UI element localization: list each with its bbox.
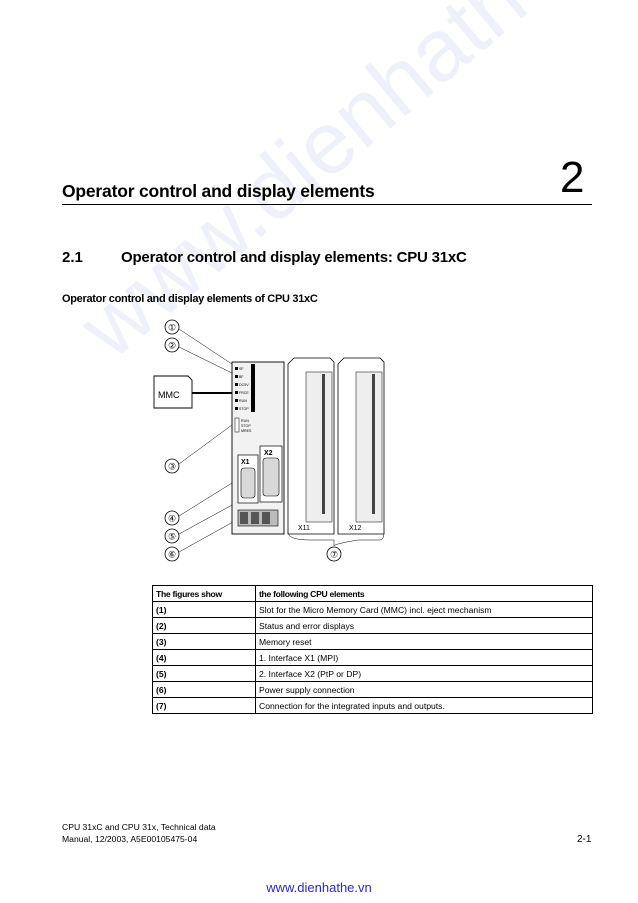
cpu-figure: ① ② ③ ④ ⑤ ⑥ ⑦ MMC <box>153 319 385 562</box>
table-row: (6)Power supply connection <box>152 681 593 698</box>
section-title: Operator control and display elements: C… <box>121 249 467 266</box>
table-cell: (7) <box>152 697 256 714</box>
port-x1: X1 <box>237 454 259 504</box>
led-sf: SF <box>239 367 244 371</box>
table-row: (5)2. Interface X2 (PtP or DP) <box>152 665 593 682</box>
table-row: (7)Connection for the integrated inputs … <box>152 697 593 714</box>
callout-1: ① <box>164 319 180 335</box>
table-cell: Slot for the Micro Memory Card (MMC) inc… <box>255 601 593 618</box>
footer-manual-title: CPU 31xC and CPU 31x, Technical data <box>62 822 216 832</box>
callout-5: ⑤ <box>164 528 180 544</box>
table-row: (1)Slot for the Micro Memory Card (MMC) … <box>152 601 593 618</box>
switch-stop-label: STOP <box>241 424 251 428</box>
callout-4: ④ <box>164 510 180 526</box>
connector-x12-label: X12 <box>349 525 362 532</box>
table-header-row: The figures show the following CPU eleme… <box>152 585 593 602</box>
cpu-module: SF BF DC5V FRCE RUN STOP RUN STOP MRES X… <box>231 361 285 535</box>
table-header: The figures show <box>152 585 256 602</box>
table-row: (4)1. Interface X1 (MPI) <box>152 649 593 666</box>
status-leds: SF BF DC5V FRCE RUN STOP <box>235 367 249 411</box>
page-number: 2-1 <box>577 834 592 845</box>
table-cell: Memory reset <box>255 633 593 650</box>
switch-mres-label: MRES <box>241 429 252 433</box>
chapter-rule <box>62 204 592 205</box>
chapter-number: 2 <box>560 153 585 202</box>
figure-caption: Operator control and display elements of… <box>62 293 318 305</box>
table-cell: Status and error displays <box>255 617 593 634</box>
table-cell: (4) <box>152 649 256 666</box>
led-dc5v: DC5V <box>239 383 249 387</box>
table-header: the following CPU elements <box>255 585 593 602</box>
io-connector-x11: X11 <box>287 357 335 535</box>
power-terminal <box>237 509 279 527</box>
switch-run-label: RUN <box>241 419 249 423</box>
led-stop: STOP <box>239 407 249 411</box>
port-x1-label: X1 <box>241 459 250 466</box>
footer-manual-edition: Manual, 12/2003, A5E00105475-04 <box>62 834 198 844</box>
callout-3-label: ③ <box>168 462 176 472</box>
mmc-label: MMC <box>158 390 180 400</box>
callout-3: ③ <box>164 458 180 474</box>
mode-switch: RUN STOP MRES <box>234 417 252 433</box>
table-cell: 1. Interface X1 (MPI) <box>255 649 593 666</box>
led-bf: BF <box>239 375 244 379</box>
callout-2: ② <box>164 337 180 353</box>
chapter-title: Operator control and display elements <box>62 181 375 201</box>
led-run: RUN <box>239 399 247 403</box>
table-row: (3)Memory reset <box>152 633 593 650</box>
callout-4-label: ④ <box>168 514 176 524</box>
section-number: 2.1 <box>62 249 83 266</box>
table-cell: Power supply connection <box>255 681 593 698</box>
table-row: (2)Status and error displays <box>152 617 593 634</box>
callout-6: ⑥ <box>164 546 180 562</box>
leader-lines <box>178 328 385 553</box>
table-cell: Connection for the integrated inputs and… <box>255 697 593 714</box>
table-cell: (5) <box>152 665 256 682</box>
callout-6-label: ⑥ <box>168 550 176 560</box>
watermark-url[interactable]: www.dienhathe.vn <box>266 880 372 895</box>
io-connector-x12: X12 <box>337 357 385 535</box>
table-cell: 2. Interface X2 (PtP or DP) <box>255 665 593 682</box>
callout-2-label: ② <box>168 341 176 351</box>
table-cell: (2) <box>152 617 256 634</box>
mmc-slot <box>251 364 255 412</box>
element-legend-table: The figures show the following CPU eleme… <box>152 585 593 714</box>
table-cell: (3) <box>152 633 256 650</box>
port-x2-label: X2 <box>264 450 273 457</box>
callout-7-label: ⑦ <box>330 550 338 560</box>
connector-x11-label: X11 <box>298 525 310 532</box>
callout-1-label: ① <box>168 323 176 333</box>
callout-5-label: ⑤ <box>168 532 176 542</box>
callout-7: ⑦ <box>326 546 342 562</box>
table-cell: (1) <box>152 601 256 618</box>
table-cell: (6) <box>152 681 256 698</box>
led-frce: FRCE <box>239 391 249 395</box>
port-x2: X2 <box>259 445 283 503</box>
